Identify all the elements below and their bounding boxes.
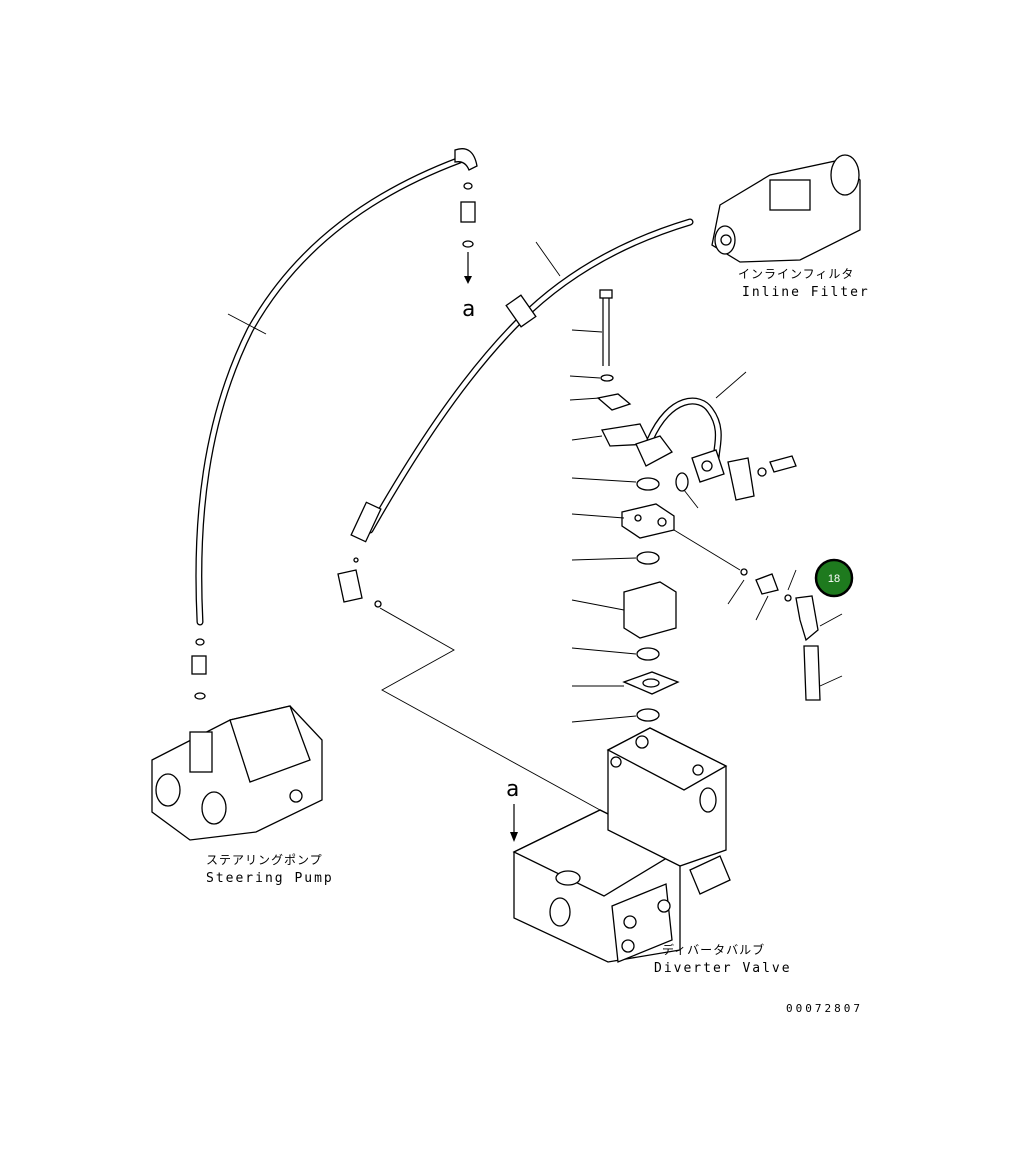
diverter-valve-label-jp: ディバータバルブ: [662, 942, 765, 957]
steering-pump: [151, 705, 323, 841]
inline-filter: [711, 154, 861, 263]
leader-oring: [683, 489, 699, 509]
leader-link-e: [819, 613, 843, 627]
leader-link-f: [819, 675, 843, 687]
pump-hose: [195, 148, 478, 626]
diverter-valve: [512, 727, 731, 963]
bolt-stack: [596, 289, 680, 722]
arrow-label-top: a: [462, 297, 475, 322]
leader-filter-hose: [535, 241, 561, 277]
leader-link-d: [787, 569, 797, 591]
inline-filter-label-en: Inline Filter: [742, 285, 870, 300]
filter-hose: [350, 218, 694, 543]
elbow-fittings: [460, 182, 476, 284]
pipe-route: [379, 607, 601, 811]
leader-curved-tube: [715, 371, 747, 399]
arrow-label-bottom: a: [506, 777, 519, 802]
steering-pump-label-jp: ステアリングポンプ: [206, 853, 323, 867]
drawing-number: 00072807: [786, 1002, 863, 1015]
leader-link-a: [673, 529, 741, 571]
small-fittings: [740, 568, 821, 701]
inline-filter-label-jp: インラインフィルタ: [738, 267, 854, 281]
diverter-valve-label-en: Diverter Valve: [654, 961, 792, 976]
callout-18[interactable]: 18: [814, 558, 854, 598]
callout-number: 18: [828, 573, 840, 585]
leader-link-b: [727, 579, 745, 605]
leader-link-c: [755, 595, 769, 621]
pump-fittings: [191, 638, 207, 700]
leader-pump-hose: [227, 313, 267, 335]
steering-pump-label-en: Steering Pump: [206, 871, 334, 886]
left-elbow: [337, 557, 382, 608]
bolt-stack-leaders: [569, 329, 637, 723]
arrow-bottom: [510, 804, 518, 842]
curved-tube: [635, 397, 797, 501]
